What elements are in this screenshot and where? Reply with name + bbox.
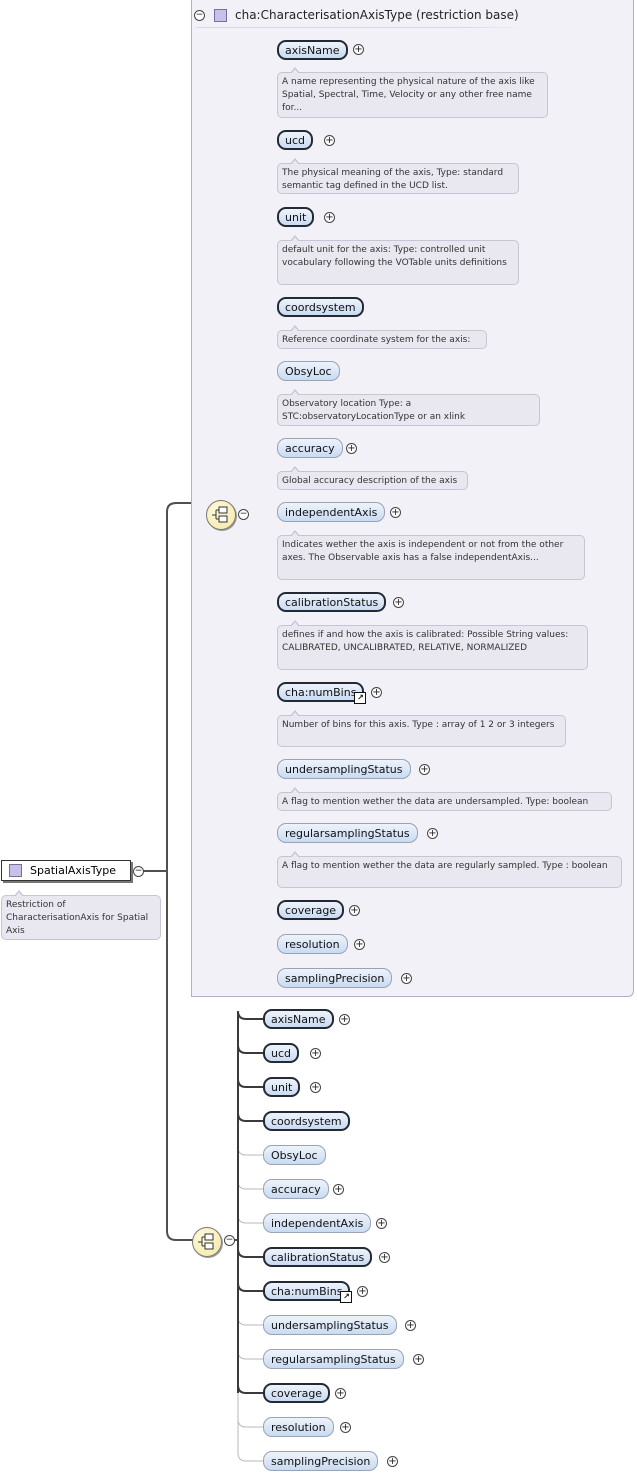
plus-icon[interactable]: + <box>371 687 382 698</box>
plus-icon[interactable]: + <box>413 1354 424 1365</box>
square-type-icon <box>9 864 22 877</box>
element-unit[interactable]: unit <box>263 1077 301 1097</box>
branch-line <box>237 1418 263 1428</box>
plus-icon[interactable]: + <box>379 1252 390 1263</box>
element-axisName[interactable]: axisName <box>263 1009 334 1029</box>
plus-icon[interactable]: + <box>324 212 335 223</box>
reference-arrow-icon: ↗ <box>354 692 367 704</box>
element-samplingPrecision[interactable]: samplingPrecision <box>263 1451 379 1471</box>
element-resolution[interactable]: resolution <box>263 1417 334 1437</box>
element-coverage[interactable]: coverage <box>277 900 345 920</box>
element-coordsystem[interactable]: coordsystem <box>277 297 364 317</box>
reference-arrow-icon: ↗ <box>340 1291 353 1303</box>
element-ucd[interactable]: ucd <box>263 1043 300 1063</box>
element-regularsamplingStatus[interactable]: regularsamplingStatus <box>263 1349 404 1369</box>
element-doc: A flag to mention wether the data are un… <box>277 787 612 811</box>
plus-icon[interactable]: + <box>335 1388 346 1399</box>
branch-line <box>237 1316 263 1326</box>
plus-icon[interactable]: + <box>340 1422 351 1433</box>
plus-icon[interactable]: + <box>339 1014 350 1025</box>
root-doc: Restriction of CharacterisationAxis for … <box>1 890 161 940</box>
branch-line <box>237 1350 263 1360</box>
plus-icon[interactable]: + <box>393 597 404 608</box>
group-header: − cha:CharacterisationAxisType (restrict… <box>194 4 519 26</box>
element-doc: A name representing the physical nature … <box>277 67 548 118</box>
element-accuracy[interactable]: accuracy <box>263 1179 329 1199</box>
element-regularsamplingStatus[interactable]: regularsamplingStatus <box>277 823 418 843</box>
restriction-base-group <box>191 0 634 997</box>
element-doc: default unit for the axis: Type: control… <box>277 235 519 285</box>
element-doc: defines if and how the axis is calibrate… <box>277 620 588 670</box>
element-ucd[interactable]: ucd <box>277 130 314 150</box>
root-element[interactable]: SpatialAxisType <box>1 860 131 881</box>
branch-line <box>237 1010 263 1020</box>
element-doc: Indicates wether the axis is independent… <box>277 530 585 580</box>
element-doc: Number of bins for this axis. Type : arr… <box>277 710 566 747</box>
branch-line <box>237 1282 263 1292</box>
element-coverage[interactable]: coverage <box>263 1383 331 1403</box>
element-independentAxis[interactable]: independentAxis <box>277 502 386 522</box>
element-cha-numBins[interactable]: cha:numBins↗ <box>263 1281 353 1303</box>
plus-icon[interactable]: + <box>405 1320 416 1331</box>
branch-line <box>237 1248 263 1258</box>
plus-icon[interactable]: + <box>353 44 364 55</box>
plus-icon[interactable]: + <box>354 939 365 950</box>
branch-line <box>237 1452 263 1462</box>
sequence-icon[interactable] <box>192 1227 222 1257</box>
element-unit[interactable]: unit <box>277 207 315 227</box>
element-axisName[interactable]: axisName <box>277 40 348 60</box>
element-doc: Observatory location Type: a STC:observa… <box>277 389 540 426</box>
element-doc: Reference coordinate system for the axis… <box>277 325 487 349</box>
element-calibrationStatus[interactable]: calibrationStatus <box>263 1247 373 1267</box>
branch-line <box>237 1214 263 1224</box>
plus-icon[interactable]: + <box>349 905 360 916</box>
element-ObsyLoc[interactable]: ObsyLoc <box>263 1145 326 1165</box>
plus-icon[interactable]: + <box>390 507 401 518</box>
element-undersamplingStatus[interactable]: undersamplingStatus <box>263 1315 397 1335</box>
element-calibrationStatus[interactable]: calibrationStatus <box>277 592 387 612</box>
element-cha-numBins[interactable]: cha:numBins↗ <box>277 682 367 704</box>
plus-icon[interactable]: + <box>357 1286 368 1297</box>
group-header-divider <box>196 27 528 28</box>
plus-icon[interactable]: + <box>387 1456 398 1467</box>
sequence-collapse-icon[interactable]: − <box>224 1235 235 1246</box>
sequence-icon[interactable] <box>206 500 236 530</box>
element-doc: Global accuracy description of the axis <box>277 466 468 490</box>
element-coordsystem[interactable]: coordsystem <box>263 1111 350 1131</box>
plus-icon[interactable]: + <box>346 443 357 454</box>
root-label: SpatialAxisType <box>30 864 116 877</box>
element-doc: The physical meaning of the axis, Type: … <box>277 158 519 194</box>
branch-line <box>237 1044 263 1054</box>
plus-icon[interactable]: + <box>310 1082 321 1093</box>
element-independentAxis[interactable]: independentAxis <box>263 1213 372 1233</box>
element-ObsyLoc[interactable]: ObsyLoc <box>277 361 340 381</box>
collapse-icon[interactable]: − <box>194 9 205 21</box>
plus-icon[interactable]: + <box>401 973 412 984</box>
plus-icon[interactable]: + <box>376 1218 387 1229</box>
square-type-icon <box>214 8 227 22</box>
branch-line <box>237 1384 263 1394</box>
branch-line <box>237 1078 263 1088</box>
plus-icon[interactable]: + <box>310 1048 321 1059</box>
plus-icon[interactable]: + <box>419 764 430 775</box>
plus-icon[interactable]: + <box>324 135 335 146</box>
branch-line <box>237 1146 263 1156</box>
element-resolution[interactable]: resolution <box>277 934 348 954</box>
element-samplingPrecision[interactable]: samplingPrecision <box>277 968 393 988</box>
branch-line <box>237 1180 263 1190</box>
plus-icon[interactable]: + <box>427 828 438 839</box>
element-doc: A flag to mention wether the data are re… <box>277 851 622 888</box>
element-accuracy[interactable]: accuracy <box>277 438 343 458</box>
branch-line <box>237 1112 263 1122</box>
sequence-collapse-icon[interactable]: − <box>238 509 249 520</box>
group-title: cha:CharacterisationAxisType (restrictio… <box>235 8 519 22</box>
root-collapse-icon[interactable]: − <box>133 866 144 877</box>
element-undersamplingStatus[interactable]: undersamplingStatus <box>277 759 411 779</box>
plus-icon[interactable]: + <box>333 1184 344 1195</box>
